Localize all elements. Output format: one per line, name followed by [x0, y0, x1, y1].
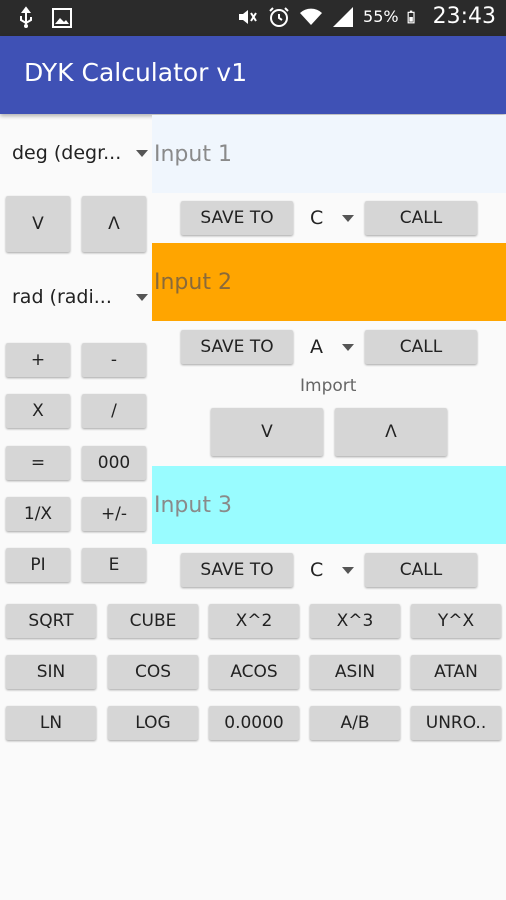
cube-power-button[interactable]: X^3	[310, 604, 400, 638]
square-button[interactable]: X^2	[209, 604, 299, 638]
save-to-button-1[interactable]: SAVE TO	[181, 201, 293, 235]
cos-button[interactable]: COS	[108, 655, 198, 689]
unit-from-value: deg (degr...	[12, 142, 122, 164]
input-1-field[interactable]: Input 1	[152, 115, 506, 193]
input-3-placeholder: Input 3	[154, 492, 232, 518]
battery-icon	[407, 10, 415, 23]
unit-from-spinner[interactable]: deg (degr...	[12, 136, 148, 170]
clock: 23:43	[432, 4, 496, 29]
unit-to-value: rad (radi...	[12, 286, 112, 308]
acos-button[interactable]: ACOS	[209, 655, 299, 689]
input-3-field[interactable]: Input 3	[152, 466, 506, 544]
asin-button[interactable]: ASIN	[310, 655, 400, 689]
register-spinner-1[interactable]: C	[310, 201, 354, 235]
save-to-button-2[interactable]: SAVE TO	[181, 330, 293, 364]
chevron-down-icon	[342, 215, 354, 222]
app-bar: DYK Calculator v1	[0, 36, 506, 114]
atan-button[interactable]: ATAN	[411, 655, 501, 689]
e-button[interactable]: E	[82, 548, 146, 582]
import-label: Import	[300, 376, 357, 396]
call-button-2[interactable]: CALL	[365, 330, 477, 364]
equals-button[interactable]: =	[6, 446, 70, 480]
sin-button[interactable]: SIN	[6, 655, 96, 689]
chevron-down-icon	[136, 294, 148, 301]
cube-button[interactable]: CUBE	[108, 604, 198, 638]
register-2-value: A	[310, 336, 323, 358]
pi-button[interactable]: PI	[6, 548, 70, 582]
swap-down-button[interactable]: V	[6, 196, 70, 252]
battery-percent: 55%	[363, 7, 399, 26]
signal-icon	[333, 6, 354, 27]
input-2-field[interactable]: Input 2	[152, 243, 506, 321]
plus-button[interactable]: +	[6, 343, 70, 377]
call-button-1[interactable]: CALL	[365, 201, 477, 235]
swap-up-button[interactable]: Λ	[82, 196, 146, 252]
usb-icon	[20, 6, 32, 28]
status-bar: 55% 23:43	[0, 0, 506, 36]
sqrt-button[interactable]: SQRT	[6, 604, 96, 638]
unit-to-spinner[interactable]: rad (radi...	[12, 280, 148, 314]
minus-button[interactable]: -	[82, 343, 146, 377]
register-spinner-3[interactable]: C	[310, 553, 354, 587]
input-2-placeholder: Input 2	[154, 269, 232, 295]
app-title: DYK Calculator v1	[24, 58, 248, 87]
import-up-button[interactable]: Λ	[335, 408, 447, 456]
chevron-down-icon	[136, 150, 148, 157]
negate-button[interactable]: +/-	[82, 497, 146, 531]
register-spinner-2[interactable]: A	[310, 330, 354, 364]
divide-button[interactable]: /	[82, 394, 146, 428]
triple-zero-button[interactable]: 000	[82, 446, 146, 480]
power-button[interactable]: Y^X	[411, 604, 501, 638]
reciprocal-button[interactable]: 1/X	[6, 497, 70, 531]
register-1-value: C	[310, 207, 324, 229]
import-down-button[interactable]: V	[211, 408, 323, 456]
multiply-button[interactable]: X	[6, 394, 70, 428]
wifi-icon	[300, 8, 323, 25]
decimal-format-button[interactable]: 0.0000	[209, 706, 299, 740]
save-to-button-3[interactable]: SAVE TO	[181, 553, 293, 587]
input-1-placeholder: Input 1	[154, 141, 232, 167]
log-button[interactable]: LOG	[108, 706, 198, 740]
mute-icon	[239, 9, 257, 24]
fraction-button[interactable]: A/B	[310, 706, 400, 740]
register-3-value: C	[310, 559, 324, 581]
call-button-3[interactable]: CALL	[365, 553, 477, 587]
alarm-icon	[269, 6, 289, 27]
chevron-down-icon	[342, 567, 354, 574]
ln-button[interactable]: LN	[6, 706, 96, 740]
image-icon	[52, 8, 72, 28]
chevron-down-icon	[342, 344, 354, 351]
unround-button[interactable]: UNRO..	[411, 706, 501, 740]
